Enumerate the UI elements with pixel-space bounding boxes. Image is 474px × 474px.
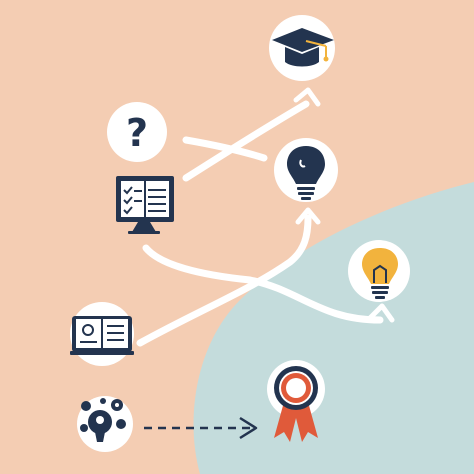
graduation-cap-icon (272, 28, 334, 67)
gears-idea-node (77, 396, 133, 452)
arrow-question-to-graduation (182, 100, 310, 182)
yellow-idea-node (348, 240, 410, 302)
dashed-arrow (144, 416, 258, 440)
award-ribbon-icon (274, 366, 318, 442)
question-node: ? (107, 102, 167, 162)
open-book-icon (70, 316, 134, 355)
award-node (267, 360, 325, 442)
arrow-question-crossbar (182, 136, 268, 162)
arrowhead-yellow-idea (367, 303, 395, 323)
question-mark-icon: ? (126, 111, 148, 155)
graduation-node (269, 15, 335, 81)
arrowhead-graduation (293, 87, 321, 107)
open-book-node (70, 302, 134, 366)
connector-arrows (136, 87, 395, 347)
arrowhead-navy-idea (295, 207, 321, 225)
yellow-lightbulb-icon (362, 248, 398, 299)
arrow-book-to-navy-idea (136, 214, 312, 347)
svg-text:?: ? (126, 111, 148, 155)
gears-lightbulb-icon (80, 398, 126, 442)
checklist-node (116, 176, 174, 234)
navy-lightbulb-icon (287, 146, 325, 200)
navy-idea-node (274, 138, 338, 202)
computer-checklist-icon (116, 176, 174, 234)
arrow-checklist-to-yellow-idea (142, 244, 384, 324)
